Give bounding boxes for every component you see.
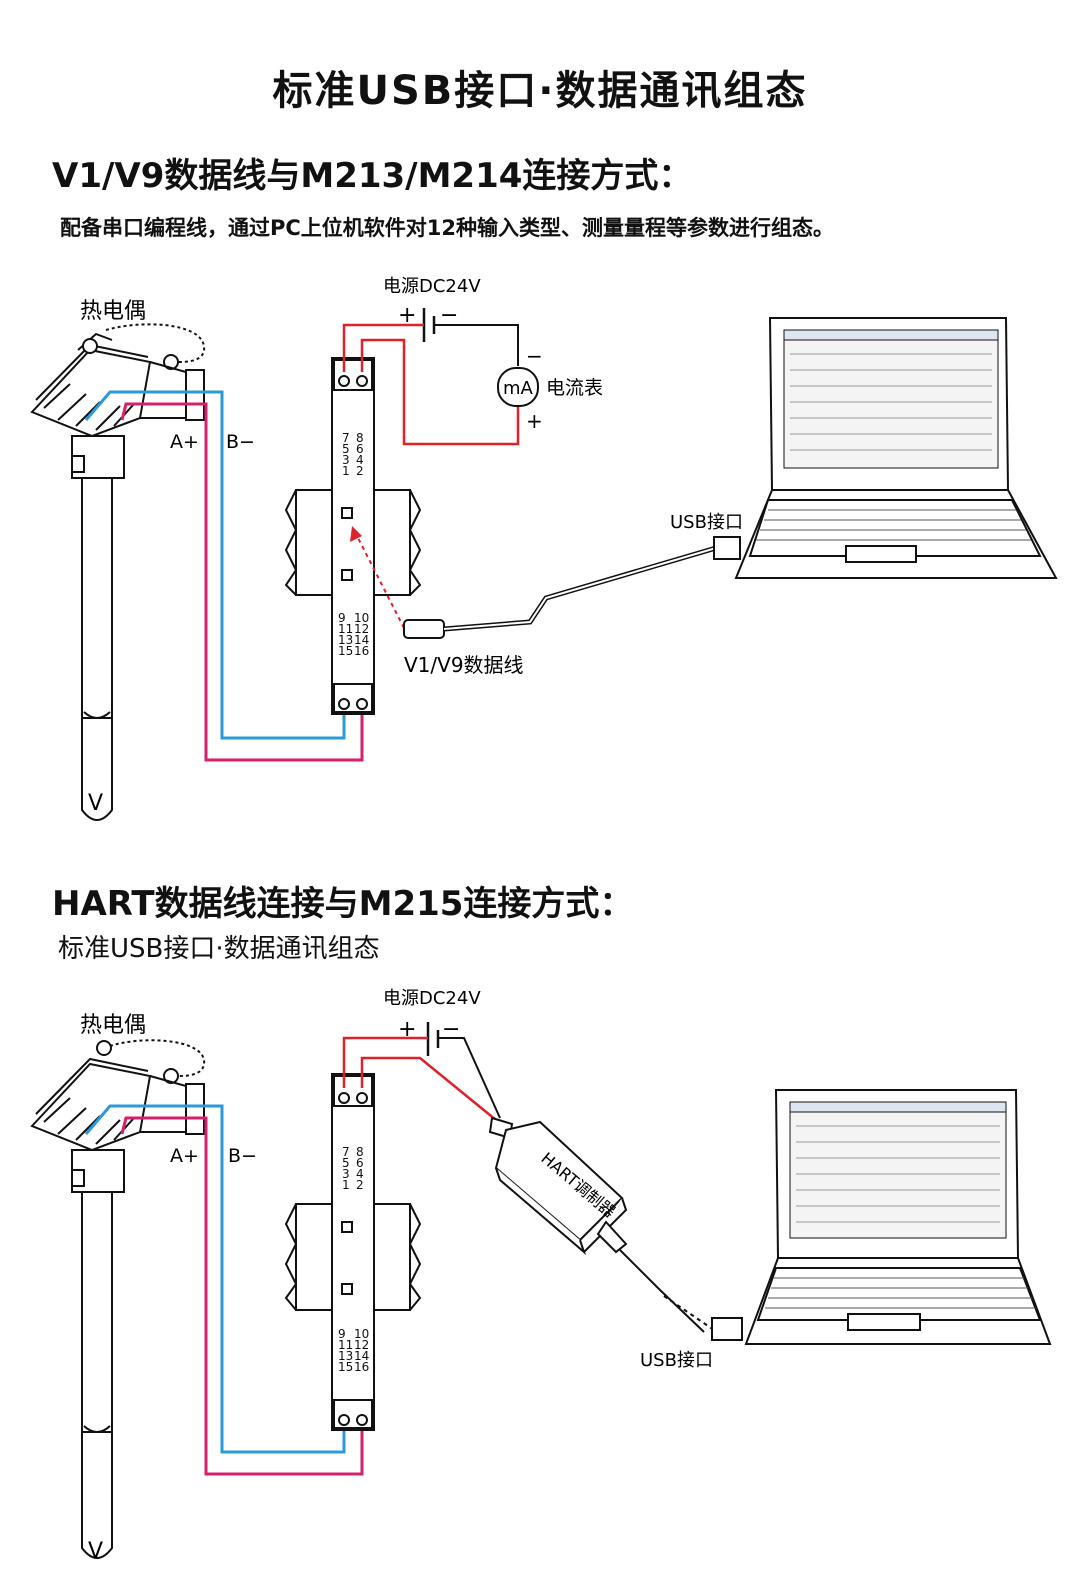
ammeter <box>497 367 539 407</box>
terminal-number: 5 <box>342 1156 350 1170</box>
terminal-number: 8 <box>356 1145 364 1159</box>
dashed-arrow <box>355 533 405 629</box>
terminal-number: 2 <box>356 1178 364 1192</box>
usb-plug <box>711 1317 743 1341</box>
terminal-number: 13 <box>338 1349 353 1363</box>
transmitter-module <box>331 1073 375 1431</box>
arrow-head <box>350 526 362 542</box>
terminal-number: 4 <box>356 453 364 467</box>
terminal-number: 7 <box>342 1145 350 1159</box>
red-wire-ammeter <box>360 338 520 446</box>
power-plus: + <box>398 303 416 328</box>
battery-symbol <box>422 308 436 342</box>
terminal-number: 6 <box>356 442 364 456</box>
ammeter-label: 电流表 <box>546 377 603 399</box>
ammeter-minus: − <box>526 344 543 368</box>
terminal-number: 1 <box>342 464 350 478</box>
laptop <box>734 317 1058 579</box>
page-title: 标准USB接口·数据通讯组态 <box>272 68 808 114</box>
probe-v-label: V <box>88 1539 103 1564</box>
magenta-wire <box>120 402 364 762</box>
magenta-wire <box>120 1116 364 1476</box>
terminal-number: 12 <box>354 622 369 636</box>
red-wire-modem <box>360 1056 497 1121</box>
thermocouple-sensor <box>30 323 206 821</box>
terminal-number: 14 <box>354 1349 369 1363</box>
b-minus-label: B− <box>226 431 255 453</box>
terminal-number: 3 <box>342 1167 350 1181</box>
terminal-number: 7 <box>342 431 350 445</box>
terminal-number: 2 <box>356 464 364 478</box>
terminal-number: 3 <box>342 453 350 467</box>
blue-wire <box>84 1104 346 1454</box>
cable-label: V1/V9数据线 <box>404 653 524 677</box>
terminal-number: 12 <box>354 1338 369 1352</box>
a-plus-label: A+ <box>170 1145 199 1167</box>
terminal-number: 16 <box>354 644 369 658</box>
thermocouple-sensor <box>30 1039 206 1559</box>
v1-v9-cable <box>403 536 741 639</box>
usb-label: USB接口 <box>670 512 743 533</box>
terminal-number: 16 <box>354 1360 369 1374</box>
thermocouple-label: 热电偶 <box>80 299 146 324</box>
terminal-number: 13 <box>338 633 353 647</box>
section2-subheading: 标准USB接口·数据通讯组态 <box>58 934 380 964</box>
terminal-number: 5 <box>342 442 350 456</box>
power-minus: − <box>440 303 458 328</box>
terminal-number: 9 <box>338 1327 346 1341</box>
thermocouple-label: 热电偶 <box>80 1013 146 1038</box>
section1-heading: V1/V9数据线与M213/M214连接方式： <box>52 156 693 196</box>
usb-label: USB接口 <box>640 1350 713 1371</box>
diagram-section2: 热电偶 V A+ B− 7 8 5 6 3 4 1 2 9 10 11 12 1… <box>30 988 1052 1564</box>
terminal-number: 11 <box>338 622 353 636</box>
terminal-number: 8 <box>356 431 364 445</box>
terminal-number: 15 <box>338 1360 353 1374</box>
laptop <box>744 1089 1052 1345</box>
power-label: 电源DC24V <box>383 276 481 297</box>
hart-modem <box>488 1116 705 1333</box>
terminal-number: 10 <box>354 611 369 625</box>
battery-symbol <box>426 1022 440 1056</box>
red-wire-power <box>342 323 424 372</box>
a-plus-label: A+ <box>170 431 199 453</box>
terminal-number: 14 <box>354 633 369 647</box>
probe-v-label: V <box>88 791 103 816</box>
terminal-number: 9 <box>338 611 346 625</box>
b-minus-label: B− <box>228 1145 257 1167</box>
terminal-number: 10 <box>354 1327 369 1341</box>
power-minus: − <box>442 1017 460 1042</box>
section2-heading: HART数据线连接与M215连接方式： <box>52 884 634 924</box>
black-wire-modem <box>438 1037 501 1119</box>
terminal-number: 6 <box>356 1156 364 1170</box>
terminal-number: 4 <box>356 1167 364 1181</box>
section1-subheading: 配备串口编程线，通过PC上位机软件对12种输入类型、测量量程等参数进行组态。 <box>60 216 835 240</box>
black-wire-power <box>434 324 519 366</box>
terminal-number: 15 <box>338 644 353 658</box>
terminal-number: 11 <box>338 1338 353 1352</box>
red-wire-power <box>342 1036 428 1088</box>
diagram-section1: 热电偶 V A+ B− 7 8 5 6 3 4 1 2 9 10 11 12 1… <box>30 276 1058 821</box>
ammeter-symbol: mA <box>503 378 534 399</box>
usb-dashed-line <box>663 1295 715 1331</box>
ammeter-plus: + <box>526 409 543 433</box>
power-plus: + <box>398 1017 416 1042</box>
terminal-number: 1 <box>342 1178 350 1192</box>
power-label: 电源DC24V <box>383 988 481 1009</box>
blue-wire <box>84 390 346 740</box>
